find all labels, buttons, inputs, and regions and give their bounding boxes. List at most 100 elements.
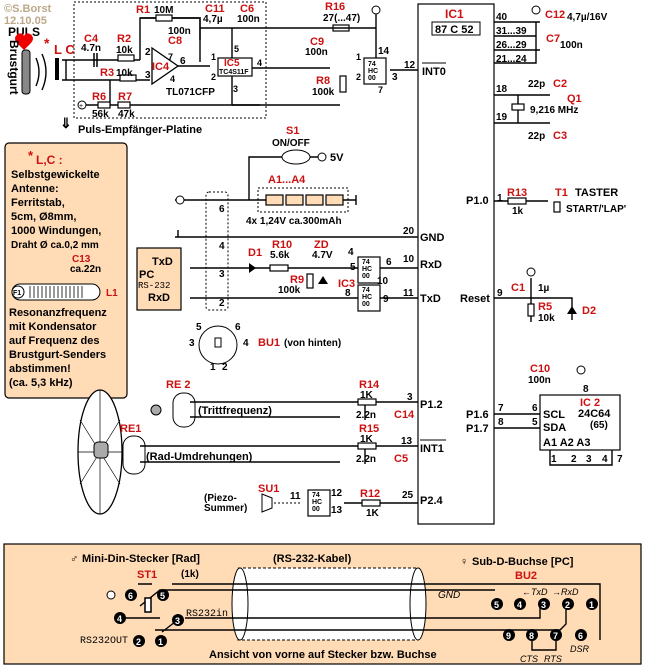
ic5-pin: 3 bbox=[233, 84, 238, 94]
svg-text:1: 1 bbox=[589, 600, 594, 610]
din-title: Mini-Din-Stecker [Rad] bbox=[82, 553, 200, 565]
ic1-rxd: RxD bbox=[420, 259, 442, 271]
connector-block bbox=[205, 191, 229, 311]
gate-pin: 1 bbox=[356, 52, 361, 62]
ic2-eeprom bbox=[539, 394, 621, 451]
ic1-p10: P1.0 bbox=[466, 195, 489, 207]
cable-title: (RS-232-Kabel) bbox=[273, 553, 352, 565]
pc-label: PC bbox=[139, 269, 154, 281]
ic1-int1: INT1 bbox=[420, 443, 444, 455]
battery-ref: A1...A4 bbox=[268, 174, 306, 186]
s1-label: ON/OFF bbox=[272, 138, 310, 149]
bu2-ref: BU2 bbox=[515, 570, 537, 582]
note-footer: Resonanzfrequenz mit Kondensator auf Fre… bbox=[9, 307, 107, 389]
piezo-pin: 12 bbox=[331, 488, 343, 499]
ic2-pin: 7 bbox=[617, 454, 623, 465]
r2-ref: R2 bbox=[117, 33, 131, 45]
bu1-pin: 2 bbox=[222, 362, 228, 373]
svg-text:2: 2 bbox=[136, 637, 141, 647]
svg-text:2: 2 bbox=[565, 600, 570, 610]
ic1-p24: P2.4 bbox=[420, 495, 444, 507]
gate-part: HC bbox=[362, 294, 372, 301]
c10-val: 100n bbox=[528, 375, 551, 386]
pin-number: 9 bbox=[497, 288, 503, 299]
brustgurt-label: Brustgurt bbox=[7, 40, 21, 95]
svg-text:Ferritstab,: Ferritstab, bbox=[11, 197, 65, 209]
svg-text:4: 4 bbox=[117, 614, 122, 624]
r16-val: 27(...47) bbox=[323, 13, 360, 24]
f1-label: F1 bbox=[13, 290, 21, 297]
ic4-pin: 6 bbox=[180, 56, 186, 67]
svg-text:1: 1 bbox=[158, 637, 163, 647]
female-symbol-icon: ♀ bbox=[460, 556, 468, 568]
belt-sensor-icon bbox=[21, 49, 31, 95]
ferrite-coil bbox=[11, 283, 101, 301]
q1-val: 9,216 MHz bbox=[530, 105, 578, 116]
ic3-pin: 9 bbox=[383, 294, 389, 305]
ic2-alt: (65) bbox=[590, 420, 608, 431]
lc-asterisk: * bbox=[44, 35, 50, 51]
r3-val: 10k bbox=[116, 68, 133, 79]
t1-label: TASTER bbox=[575, 187, 618, 199]
rs232in-label: RS232in bbox=[186, 608, 228, 620]
gate-part: 74 bbox=[368, 61, 376, 68]
svg-text:31...39: 31...39 bbox=[496, 26, 527, 37]
ic1-microcontroller bbox=[417, 3, 495, 525]
copyright: ©S.Borst bbox=[4, 3, 52, 15]
r9-ref: R9 bbox=[290, 274, 304, 286]
ic1-txd: TxD bbox=[420, 293, 441, 305]
ic5-pin: 2 bbox=[211, 72, 216, 82]
ic3-pin: 6 bbox=[386, 257, 392, 268]
pin-number: 11 bbox=[403, 288, 414, 299]
ic2-part: 24C64 bbox=[578, 408, 611, 420]
ic1-p17: P1.7 bbox=[466, 423, 489, 435]
s1-switch[interactable] bbox=[281, 149, 311, 165]
r13-val: 1k bbox=[512, 206, 524, 217]
heart-icon bbox=[15, 33, 33, 50]
s1-ref: S1 bbox=[286, 125, 299, 137]
ic5-pin: 4 bbox=[257, 58, 262, 68]
gate-pin: 3 bbox=[392, 72, 398, 83]
svg-text:(ca. 5,3 kHz): (ca. 5,3 kHz) bbox=[9, 377, 73, 389]
re2-reed bbox=[172, 392, 196, 428]
r16-ref: R16 bbox=[325, 1, 345, 13]
svg-text:7: 7 bbox=[553, 631, 558, 641]
gate-part: 74 bbox=[362, 259, 370, 266]
note-title: L,C : bbox=[36, 153, 63, 167]
ic2-pin: 5 bbox=[532, 417, 538, 428]
c13-val: ca.22n bbox=[70, 264, 101, 275]
c1-ref: C1 bbox=[511, 282, 525, 294]
c4-ref: C4 bbox=[84, 33, 99, 45]
taster-button[interactable] bbox=[553, 201, 561, 213]
svg-text:Resonanzfrequenz: Resonanzfrequenz bbox=[9, 307, 107, 319]
cable-end-left bbox=[231, 567, 249, 641]
c1-val: 1µ bbox=[538, 283, 550, 294]
re2-label: (Trittfrequenz) bbox=[198, 405, 272, 417]
ic3-gate-b bbox=[357, 284, 381, 312]
svg-text:Draht Ø ca.0,2 mm: Draht Ø ca.0,2 mm bbox=[11, 240, 99, 251]
ic5-pin: 1 bbox=[211, 52, 216, 62]
svg-text:3: 3 bbox=[541, 600, 546, 610]
ic1-supply-pins: 40 31...39 26...29 21...24 bbox=[496, 12, 527, 65]
ic4-pin: 2 bbox=[145, 47, 151, 58]
piezo-buzzer-icon bbox=[261, 493, 273, 513]
r15-val: 1K bbox=[360, 434, 374, 445]
c11-ref: C11 bbox=[205, 3, 225, 15]
note-asterisk: * bbox=[28, 148, 34, 163]
xtal-pin: 19 bbox=[496, 112, 508, 123]
svg-text:26...29: 26...29 bbox=[496, 40, 527, 51]
zener-diode bbox=[318, 276, 328, 284]
svg-text:21...24: 21...24 bbox=[496, 54, 527, 65]
ic4-part: TL071CFP bbox=[166, 87, 215, 98]
svg-text:Antenne:: Antenne: bbox=[11, 183, 59, 195]
pin-number: 3 bbox=[407, 392, 413, 403]
gate-74hc00-int0 bbox=[363, 57, 387, 85]
pin-number: 8 bbox=[498, 417, 504, 428]
puls-label: PULS bbox=[8, 25, 40, 39]
re1-reed bbox=[122, 435, 146, 475]
svg-text:1000 Windungen,: 1000 Windungen, bbox=[11, 225, 101, 237]
svg-text:abstimmen!: abstimmen! bbox=[9, 363, 71, 375]
c5-ref: C5 bbox=[394, 453, 408, 465]
cable-txd: ←TxD bbox=[522, 587, 548, 597]
ic1-reset: Reset bbox=[460, 293, 490, 305]
